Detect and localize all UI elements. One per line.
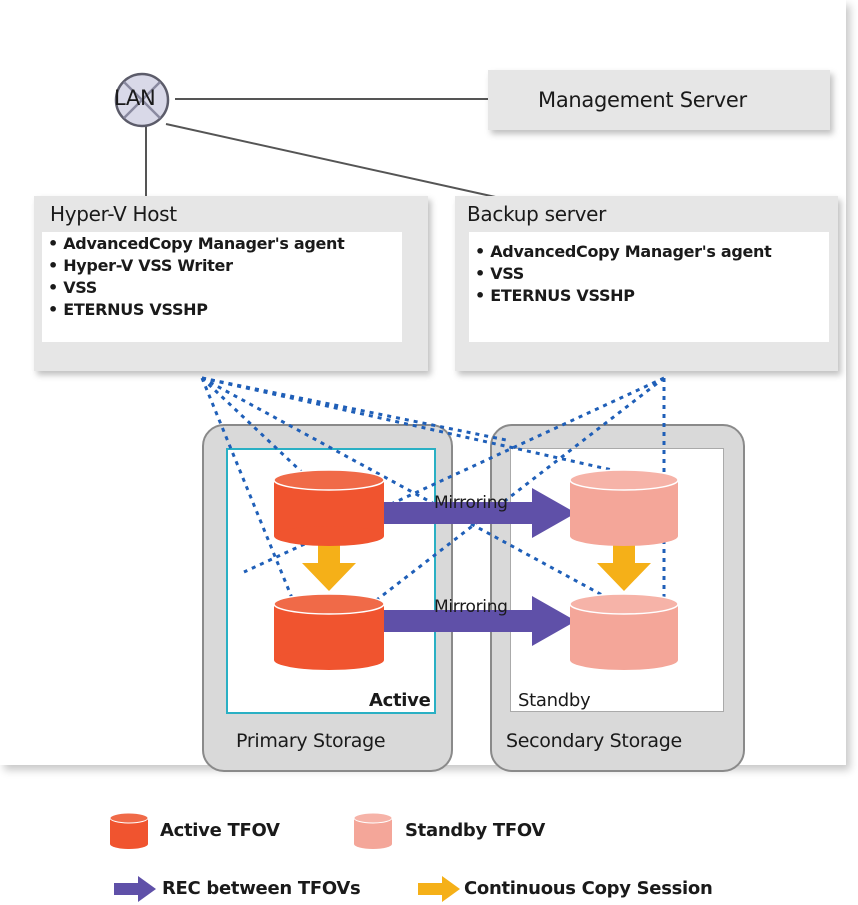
mirroring-bottom-label: Mirroring	[434, 597, 508, 617]
legend-active-tfov-label: Active TFOV	[160, 820, 280, 841]
top-rec-arrow	[382, 488, 576, 538]
legend-standby-tfov-icon	[353, 812, 393, 849]
active-disk-bottom	[273, 593, 385, 670]
secondary-storage-label: Secondary Storage	[506, 730, 682, 752]
primary-continuous-copy-arrow	[302, 543, 356, 591]
primary-storage-label: Primary Storage	[236, 730, 386, 752]
management-server-box: Management Server	[488, 70, 830, 130]
hyperv-host-title: Hyper-V Host	[50, 202, 177, 226]
legend-active-tfov-icon	[109, 812, 149, 849]
list-item: • AdvancedCopy Manager's agent	[48, 234, 345, 253]
standby-disk-top	[569, 469, 679, 546]
management-server-label: Management Server	[538, 88, 747, 112]
list-item: • ETERNUS VSSHP	[475, 286, 635, 305]
active-disk-top	[273, 469, 385, 546]
backup-server-list: • AdvancedCopy Manager's agent • VSS • E…	[469, 232, 829, 342]
list-item: • ETERNUS VSSHP	[48, 300, 208, 319]
backup-server-box: Backup server • AdvancedCopy Manager's a…	[455, 196, 838, 371]
active-label: Active	[369, 690, 431, 711]
hyperv-host-list: • AdvancedCopy Manager's agent • Hyper-V…	[42, 232, 402, 342]
list-item: • AdvancedCopy Manager's agent	[475, 242, 772, 261]
backup-server-title: Backup server	[467, 202, 607, 226]
mirroring-top-label: Mirroring	[434, 493, 508, 513]
legend-rec-arrow-icon	[114, 876, 156, 902]
list-item: • VSS	[48, 278, 98, 297]
lan-to-backup-line	[165, 123, 501, 199]
legend-standby-tfov-label: Standby TFOV	[405, 820, 546, 841]
lan-label: LAN	[114, 86, 156, 110]
standby-disk-bottom	[569, 593, 679, 670]
bottom-rec-arrow	[382, 596, 576, 646]
list-item: • Hyper-V VSS Writer	[48, 256, 233, 275]
secondary-continuous-copy-arrow	[597, 543, 651, 591]
legend-rec-label: REC between TFOVs	[162, 878, 361, 899]
list-item: • VSS	[475, 264, 525, 283]
hyperv-host-box: Hyper-V Host • AdvancedCopy Manager's ag…	[34, 196, 428, 371]
lan-hub-icon	[114, 72, 170, 128]
legend-continuous-copy-arrow-icon	[418, 876, 460, 902]
standby-label: Standby	[518, 690, 591, 711]
legend-continuous-copy-label: Continuous Copy Session	[464, 878, 713, 899]
